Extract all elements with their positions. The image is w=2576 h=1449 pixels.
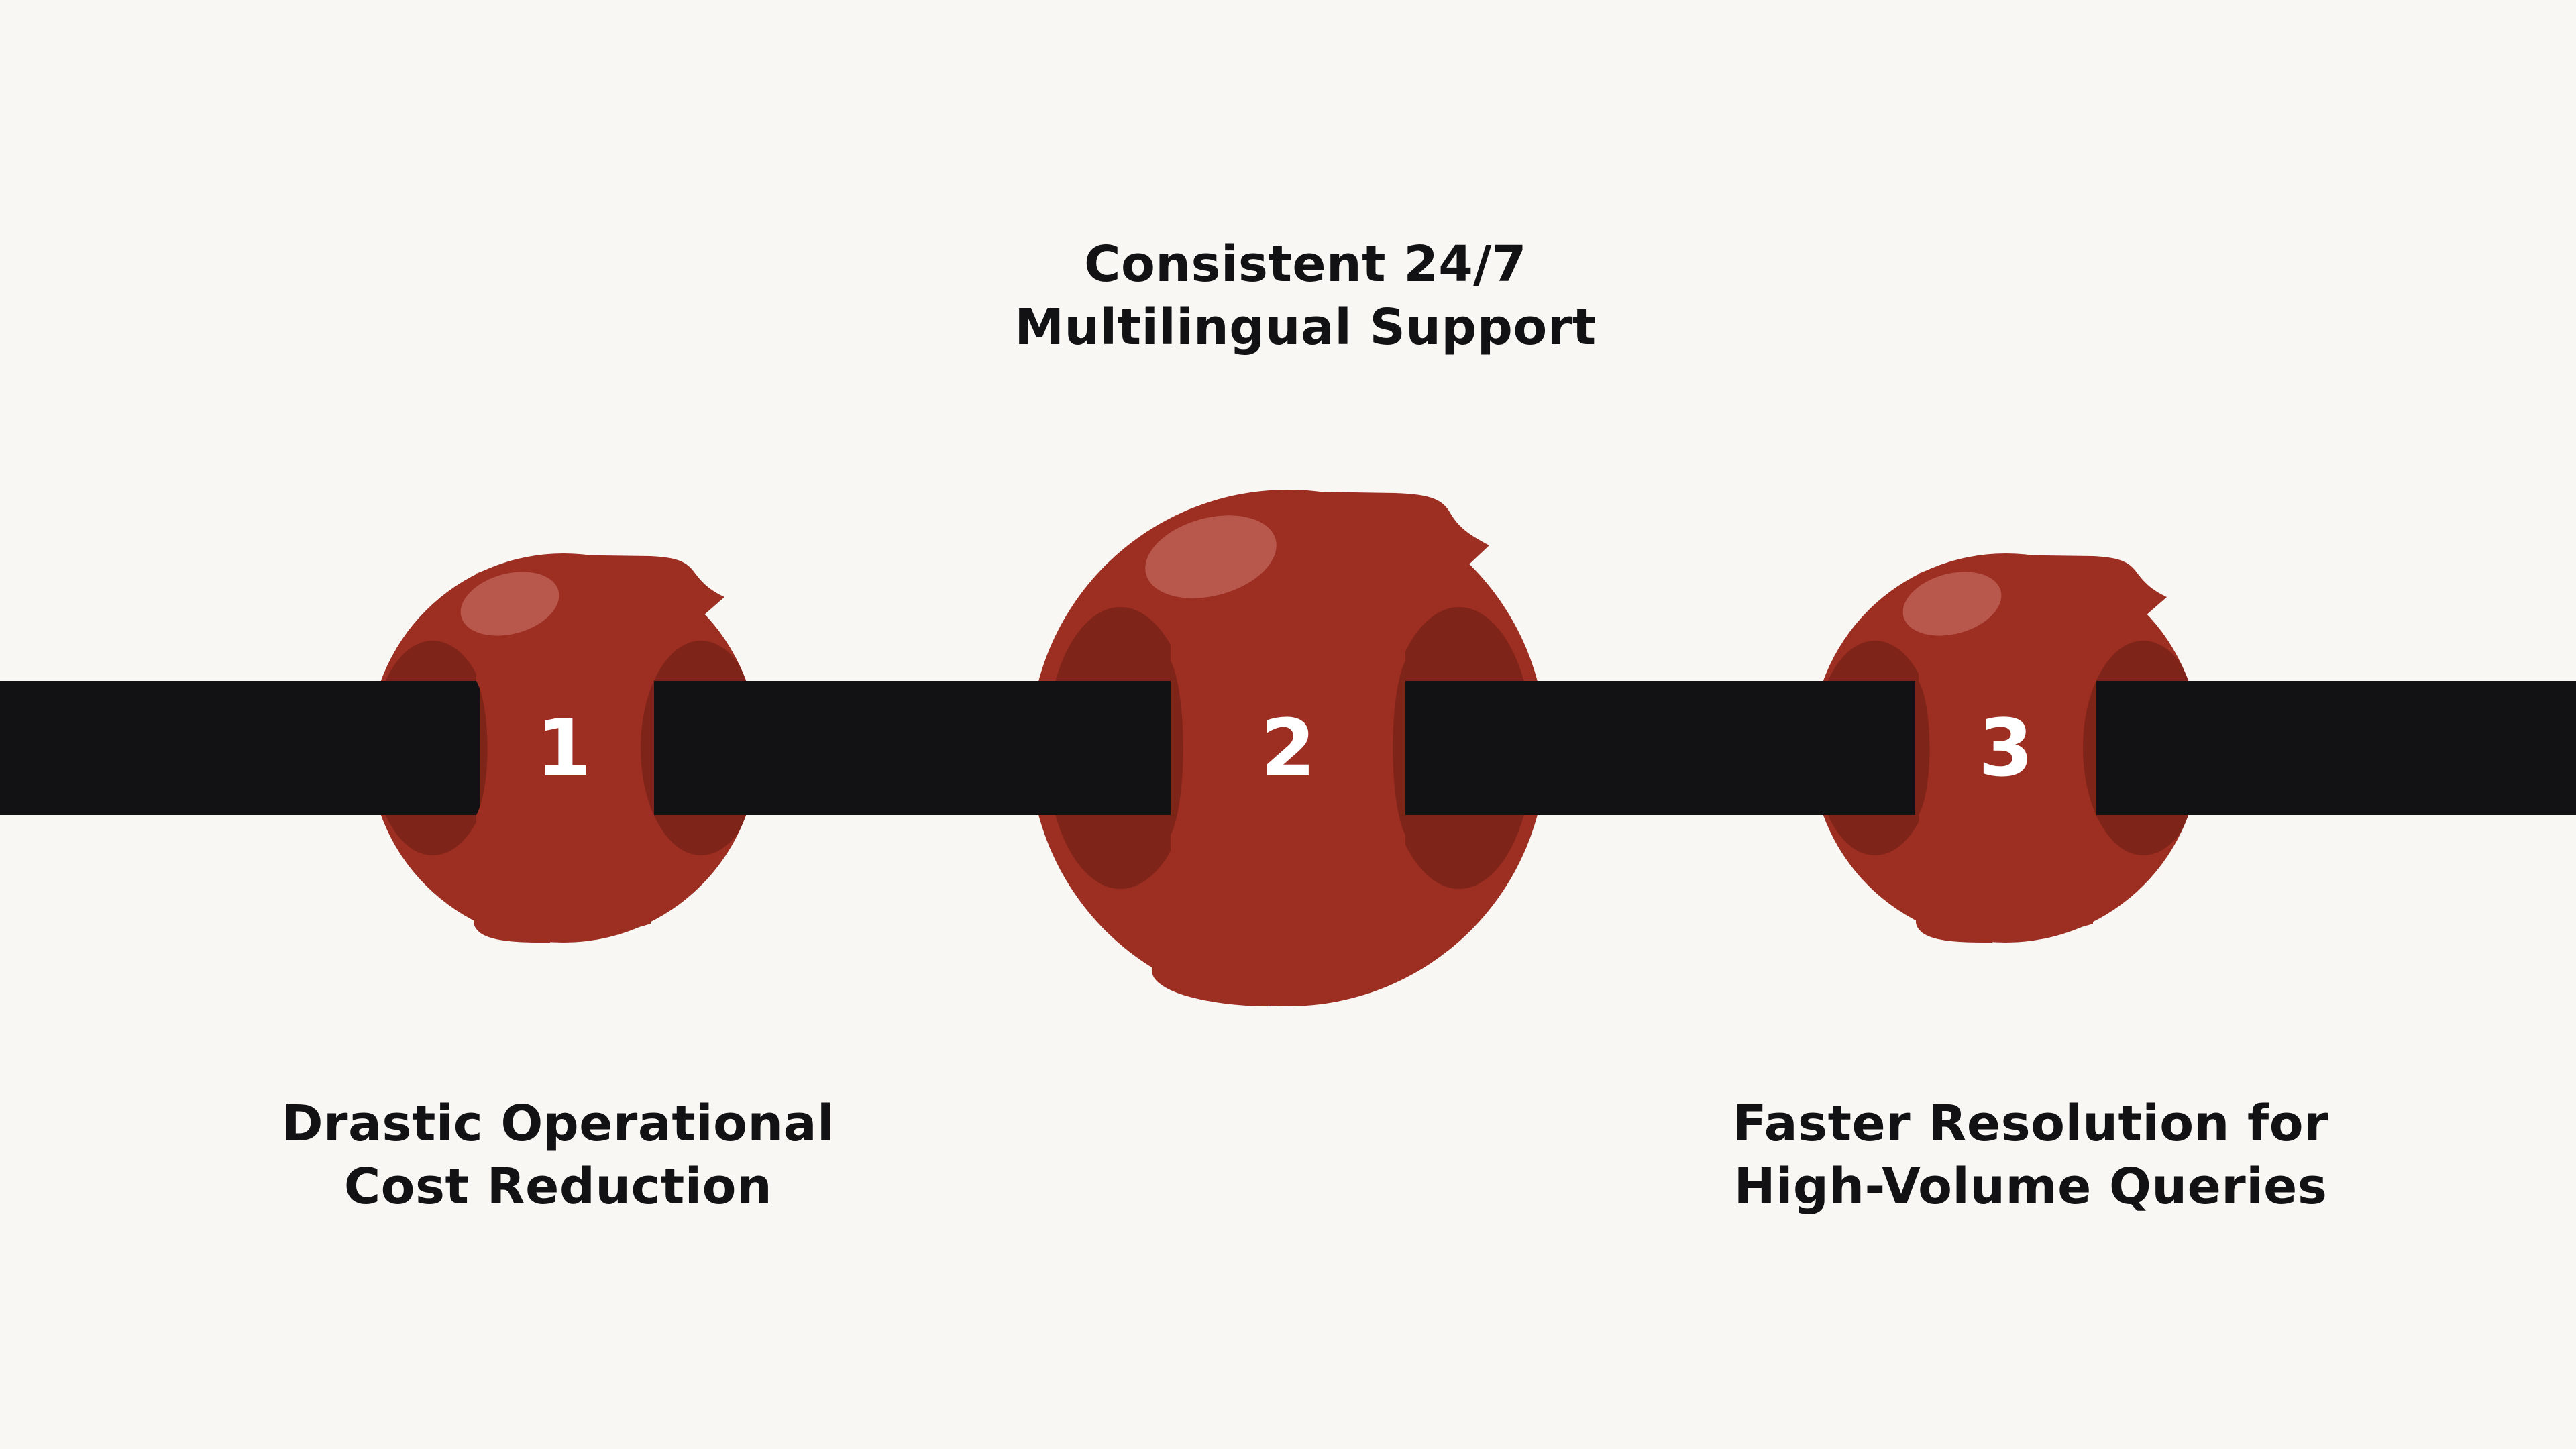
caption-2: Consistent 24/7 Multilingual Support [903,233,1708,359]
rod-segment-3 [1405,681,1915,815]
caption-2-line-1: Consistent 24/7 [1084,235,1527,293]
caption-3-line-2: High-Volume Queries [1733,1158,2328,1216]
bead-3: 3 [1902,558,2093,938]
bead-3-front [1919,558,2093,938]
bead-1: 1 [460,558,651,938]
rod [0,681,2576,815]
bead-2: 2 [1145,496,1405,1000]
bead-3-number: 3 [1978,702,2033,794]
caption-1-line-1: Drastic Operational [282,1095,835,1152]
caption-3: Faster Resolution for High-Volume Querie… [1628,1092,2433,1218]
bead-1-highlight [460,572,559,636]
bead-2-number: 2 [1260,702,1316,794]
bead-3-highlight [1902,572,2002,636]
bead-2-front [1171,496,1405,1000]
bead-1-front [476,558,651,938]
bead-1-number: 1 [536,702,591,794]
caption-2-line-2: Multilingual Support [1014,299,1597,356]
caption-3-line-1: Faster Resolution for [1732,1095,2329,1152]
caption-1: Drastic Operational Cost Reduction [156,1092,961,1218]
caption-1-line-2: Cost Reduction [343,1158,773,1216]
rod-segment-1 [0,681,480,815]
rod-segment-4 [2096,681,2576,815]
rod-segment-2 [654,681,1171,815]
bead-2-highlight [1145,515,1277,598]
